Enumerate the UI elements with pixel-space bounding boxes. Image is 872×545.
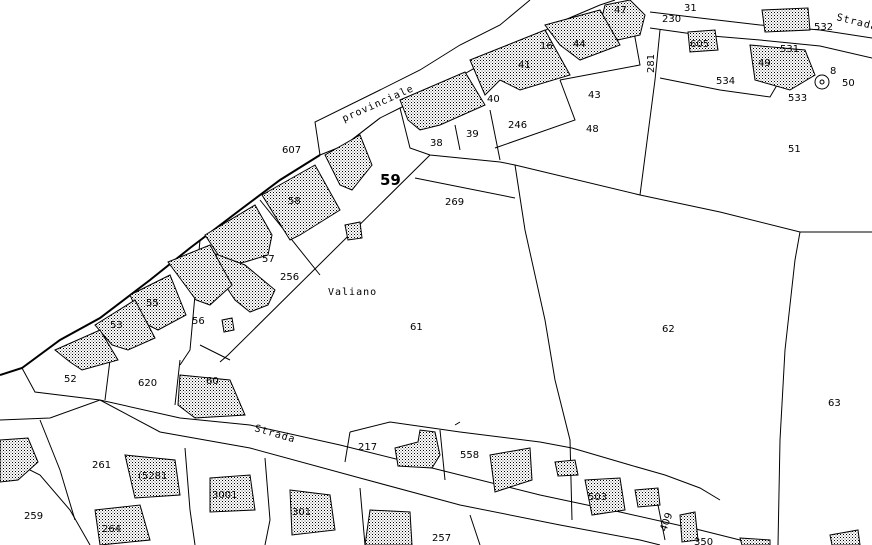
parcel-label: 246 xyxy=(508,120,527,131)
parcel-label: 531 xyxy=(780,44,799,55)
parcel-label: 40 xyxy=(487,94,500,105)
parcel-label: 53 xyxy=(110,320,123,331)
survey-markers xyxy=(454,74,830,426)
parcel-label: 257 xyxy=(432,533,451,544)
parcel-label: 230 xyxy=(662,14,681,25)
parcel-label: 3001 xyxy=(212,490,237,501)
road-strada-ne xyxy=(649,11,872,59)
parcel-label: 43 xyxy=(588,90,601,101)
parcel-label: 281 xyxy=(646,54,657,73)
parcel-label: 48 xyxy=(586,124,599,135)
parcel-label: 532 xyxy=(814,22,833,33)
parcel-label: (5281 xyxy=(138,471,167,482)
parcel-label: 534 xyxy=(716,76,735,87)
parcel-labels: 47 230 31 532 44 16 41 40 43 48 246 38 3… xyxy=(24,3,855,545)
parcel-label: 16 xyxy=(540,41,553,52)
parcel-label: 38 xyxy=(430,138,443,149)
parcel-label: 39 xyxy=(466,129,479,140)
parcel-label: 264 xyxy=(102,524,121,535)
parcel-label: 217 xyxy=(358,442,377,453)
parcel-label: 256 xyxy=(280,272,299,283)
parcel-label: 44 xyxy=(573,39,586,50)
parcel-label: 52 xyxy=(64,374,77,385)
sheet-number: 59 xyxy=(380,171,401,189)
road-label-strada-main: Strada xyxy=(253,423,297,445)
parcel-label: 261 xyxy=(92,460,111,471)
parcel-label: 301 xyxy=(292,507,311,518)
parcel-label: 63 xyxy=(828,398,841,409)
parcel-label: 57 xyxy=(262,254,275,265)
parcel-label: 620 xyxy=(138,378,157,389)
parcel-label: 41 xyxy=(518,60,531,71)
parcel-label: 62 xyxy=(662,324,675,335)
parcel-label: 60 xyxy=(206,376,219,387)
parcel-label: 49 xyxy=(758,58,771,69)
parcel-label: 8 xyxy=(830,66,836,77)
parcel-boundaries xyxy=(21,9,872,545)
parcel-label: 259 xyxy=(24,511,43,522)
parcel-label: 56 xyxy=(192,316,205,327)
parcel-label: 51 xyxy=(788,144,801,155)
parcel-label: 503 xyxy=(588,492,607,503)
parcel-label: 269 xyxy=(445,197,464,208)
road-label-strada-ne: Strada xyxy=(835,12,872,33)
parcel-label: 55 xyxy=(146,298,159,309)
parcel-label: 50 xyxy=(842,78,855,89)
parcel-label: 31 xyxy=(684,3,697,14)
parcel-label: 558 xyxy=(460,450,479,461)
place-label: Valiano xyxy=(328,287,377,298)
parcel-label: 409 xyxy=(658,511,675,533)
parcel-label: 47 xyxy=(614,5,627,16)
parcel-label: 350 xyxy=(694,537,713,545)
parcel-label: 607 xyxy=(282,145,301,156)
parcel-label: 61 xyxy=(410,322,423,333)
parcel-label: 605 xyxy=(690,39,709,50)
parcel-label: 58 xyxy=(288,196,301,207)
parcel-label: 533 xyxy=(788,93,807,104)
